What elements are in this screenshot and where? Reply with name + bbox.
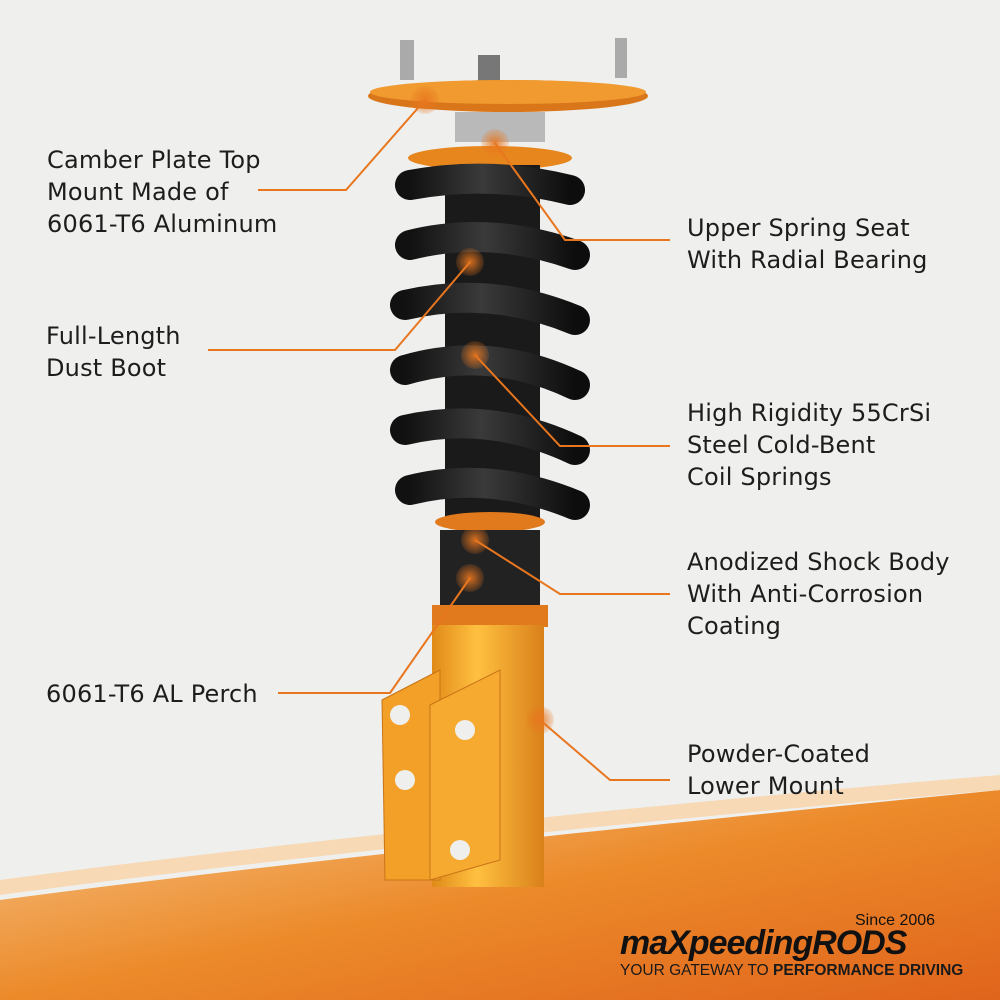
callout-perch: 6061-T6 AL Perch [46, 678, 258, 710]
callout-dots [411, 86, 554, 734]
callout-camber-plate: Camber Plate Top Mount Made of 6061-T6 A… [47, 144, 277, 240]
label-line: Anodized Shock Body [687, 548, 950, 576]
label-line: 6061-T6 Aluminum [47, 210, 278, 238]
label-line: Camber Plate Top [47, 146, 261, 174]
label-line: With Radial Bearing [687, 246, 928, 274]
label-line: Full-Length [46, 322, 181, 350]
background-swoosh [0, 790, 1000, 1000]
label-line: Steel Cold-Bent [687, 431, 876, 459]
callout-lines [208, 99, 670, 781]
label-line: Coil Springs [687, 463, 832, 491]
tagline-regular: YOUR GATEWAY TO [620, 962, 774, 979]
brand-name: maXpeedingRODS [620, 924, 907, 962]
callout-lower-mount: Powder-Coated Lower Mount [687, 738, 870, 802]
label-line: Coating [687, 612, 782, 640]
label-line: With Anti-Corrosion [687, 580, 924, 608]
tagline-bold: PERFORMANCE DRIVING [773, 962, 964, 979]
label-line: Powder-Coated [687, 740, 871, 768]
callout-shock-body: Anodized Shock Body With Anti-Corrosion … [687, 546, 950, 642]
label-line: Lower Mount [687, 772, 844, 800]
label-line: 6061-T6 AL Perch [46, 680, 258, 708]
callout-coil-springs: High Rigidity 55CrSi Steel Cold-Bent Coi… [687, 397, 931, 493]
callout-upper-spring-seat: Upper Spring Seat With Radial Bearing [687, 212, 928, 276]
since-text: Since 2006 [855, 912, 936, 929]
label-line: Dust Boot [46, 354, 167, 382]
tagline: YOUR GATEWAY TO PERFORMANCE DRIVING [620, 962, 963, 980]
label-line: Mount Made of [47, 178, 229, 206]
label-line: Upper Spring Seat [687, 214, 910, 242]
callout-dust-boot: Full-Length Dust Boot [46, 320, 181, 384]
coilover [368, 38, 648, 887]
label-line: High Rigidity 55CrSi [687, 399, 932, 427]
